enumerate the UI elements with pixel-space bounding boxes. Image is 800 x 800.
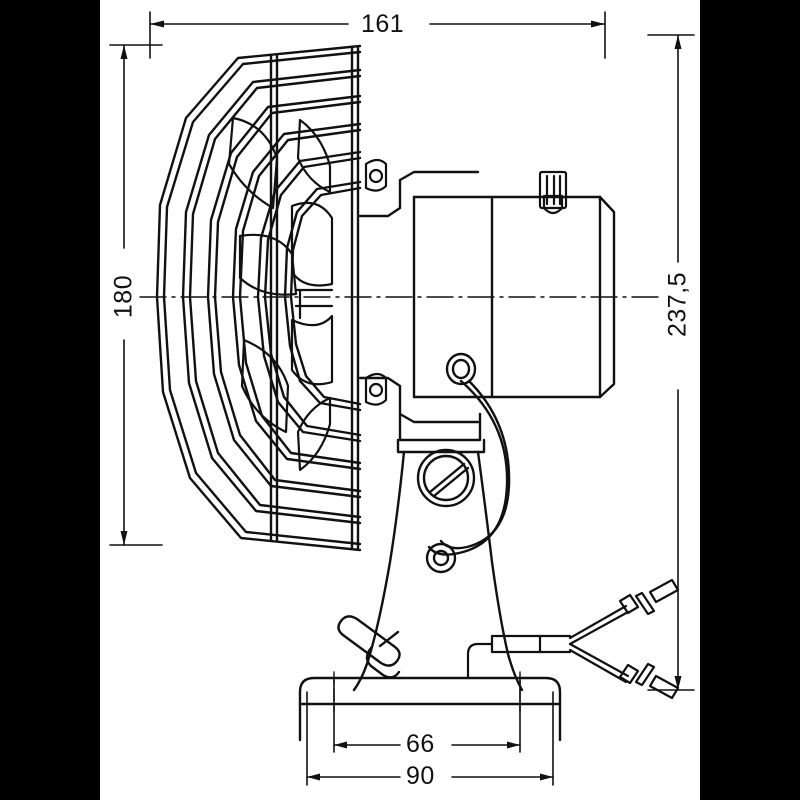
dimension-label-90: 90: [406, 762, 435, 790]
base-hole-centerlines: [333, 671, 521, 713]
grille-rim-clips: [364, 158, 388, 406]
dimension-237-5-lines: [647, 34, 695, 691]
cable-grommet: [445, 352, 477, 386]
motor-housing: [358, 170, 616, 424]
right-border-band: [700, 0, 800, 800]
dimension-180-lines: [109, 44, 163, 546]
dimension-90-lines: [306, 691, 554, 786]
cable-to-base: [466, 642, 494, 680]
dimension-label-161: 161: [361, 10, 405, 38]
fan-grille-cage: [155, 44, 362, 552]
stand-column: [352, 412, 524, 692]
dimension-label-237-5: 237,5: [663, 271, 692, 338]
grille-vertical-bars: [269, 46, 360, 550]
left-border-band: [0, 0, 100, 800]
dimension-label-66: 66: [406, 730, 435, 758]
dimension-label-180: 180: [109, 274, 138, 319]
dimension-161-lines: [149, 11, 606, 59]
lock-lever: [337, 615, 401, 679]
fan-blades: [227, 116, 334, 472]
adjust-knob: [538, 170, 568, 215]
cable-loop: [425, 379, 511, 574]
base-plate: [298, 676, 562, 742]
wire-terminals: [490, 578, 680, 700]
